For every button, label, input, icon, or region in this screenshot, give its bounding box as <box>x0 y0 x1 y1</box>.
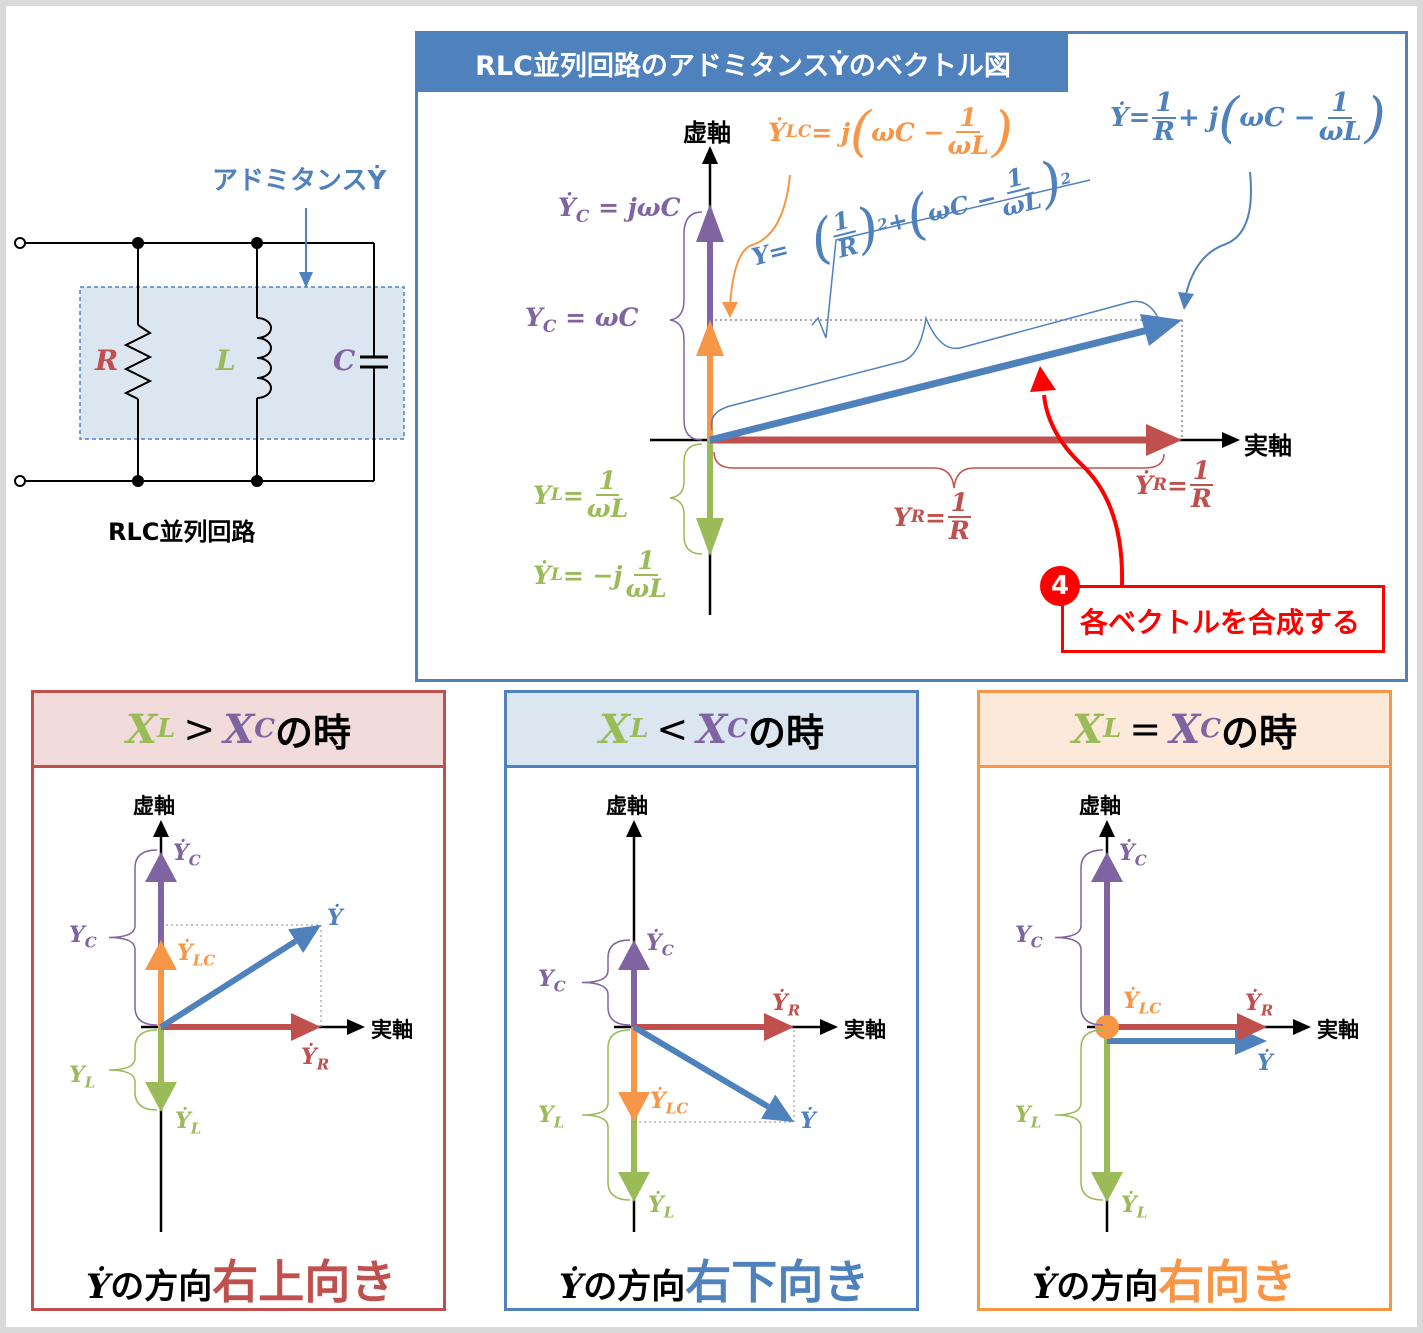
mini-vector-svg <box>108 820 365 1232</box>
mini-yl-mag-label: YL <box>1015 1102 1042 1132</box>
mini-yc-dot-label: ẎC <box>646 930 674 960</box>
real-axis-label: 実軸 <box>1244 432 1292 460</box>
capacitor-label: C <box>333 344 356 377</box>
mini-ylc-point <box>1095 1015 1119 1039</box>
step-label: 各ベクトルを合成する <box>1080 606 1361 639</box>
imag-axis-label: 虚軸 <box>683 119 731 147</box>
mini-y-dot-label: Ẏ <box>1257 1050 1273 1076</box>
vector-panel <box>415 31 1408 682</box>
circuit-diagram <box>14 208 405 487</box>
mini-yl-brace <box>108 1029 158 1111</box>
mini-yc-brace <box>1054 849 1104 1026</box>
admittance-label: アドミタンスẎ <box>212 166 387 196</box>
formula-yc-dot: ẎC = jωC <box>558 193 681 227</box>
main-vector-svg <box>650 146 1252 615</box>
mini-yc-brace <box>581 939 631 1026</box>
condition-panel <box>977 690 1392 1311</box>
direction-caption: Ẏの方向右上向き <box>86 1255 397 1309</box>
resistor-label: R <box>95 344 119 377</box>
step-callout <box>1061 585 1385 653</box>
panel-title: RLC並列回路のアドミタンスẎのベクトル図 <box>418 34 1068 92</box>
step-number-badge: 4 <box>1040 566 1080 606</box>
mini-imag-axis-label: 虚軸 <box>606 794 648 818</box>
condition-panel <box>504 690 919 1311</box>
mini-yl-brace <box>1054 1029 1104 1201</box>
mini-real-axis-label: 実軸 <box>1317 1018 1359 1042</box>
mini-ylc-dot-label: ẎLC <box>650 1088 689 1118</box>
condition-panel <box>31 690 446 1311</box>
mini-yc-mag-label: YC <box>69 922 97 952</box>
mini-y-dot-label: Ẏ <box>800 1108 816 1134</box>
mini-yr-dot-label: ẎR <box>1245 990 1274 1020</box>
mini-ylc-dot-label: ẎLC <box>1123 988 1162 1018</box>
mini-vector-svg <box>1054 820 1311 1232</box>
mini-y-arrow <box>159 938 298 1030</box>
mini-yc-brace <box>108 849 158 1026</box>
mini-yr-dot-label: ẎR <box>772 990 801 1020</box>
mini-yc-dot-label: ẎC <box>173 840 201 870</box>
mini-yl-brace <box>581 1029 631 1201</box>
mini-y-arrow <box>632 1024 770 1110</box>
mini-yr-dot-label: ẎR <box>301 1044 330 1074</box>
mini-yl-dot-label: ẎL <box>175 1108 202 1138</box>
mini-yl-mag-label: YL <box>538 1102 565 1132</box>
mini-real-axis-label: 実軸 <box>371 1018 413 1042</box>
mini-yc-dot-label: ẎC <box>1119 840 1147 870</box>
formula-yc-mag: YC = ωC <box>525 303 639 337</box>
mini-y-dot-label: Ẏ <box>327 905 343 931</box>
direction-caption: Ẏの方向右向き <box>1032 1255 1297 1309</box>
mini-imag-axis-label: 虚軸 <box>133 794 175 818</box>
inductor-label: L <box>216 344 236 377</box>
mini-yl-dot-label: ẎL <box>648 1192 675 1222</box>
mini-vector-svg <box>581 820 838 1232</box>
mini-real-axis-label: 実軸 <box>844 1018 886 1042</box>
mini-yl-mag-label: YL <box>69 1062 96 1092</box>
mini-yl-dot-label: ẎL <box>1121 1192 1148 1222</box>
mini-yc-mag-label: YC <box>538 966 566 996</box>
circuit-caption: RLC並列回路 <box>108 518 256 546</box>
direction-caption: Ẏの方向右下向き <box>559 1255 870 1309</box>
mini-ylc-dot-label: ẎLC <box>177 940 216 970</box>
mini-yc-mag-label: YC <box>1015 922 1043 952</box>
mini-imag-axis-label: 虚軸 <box>1079 794 1121 818</box>
